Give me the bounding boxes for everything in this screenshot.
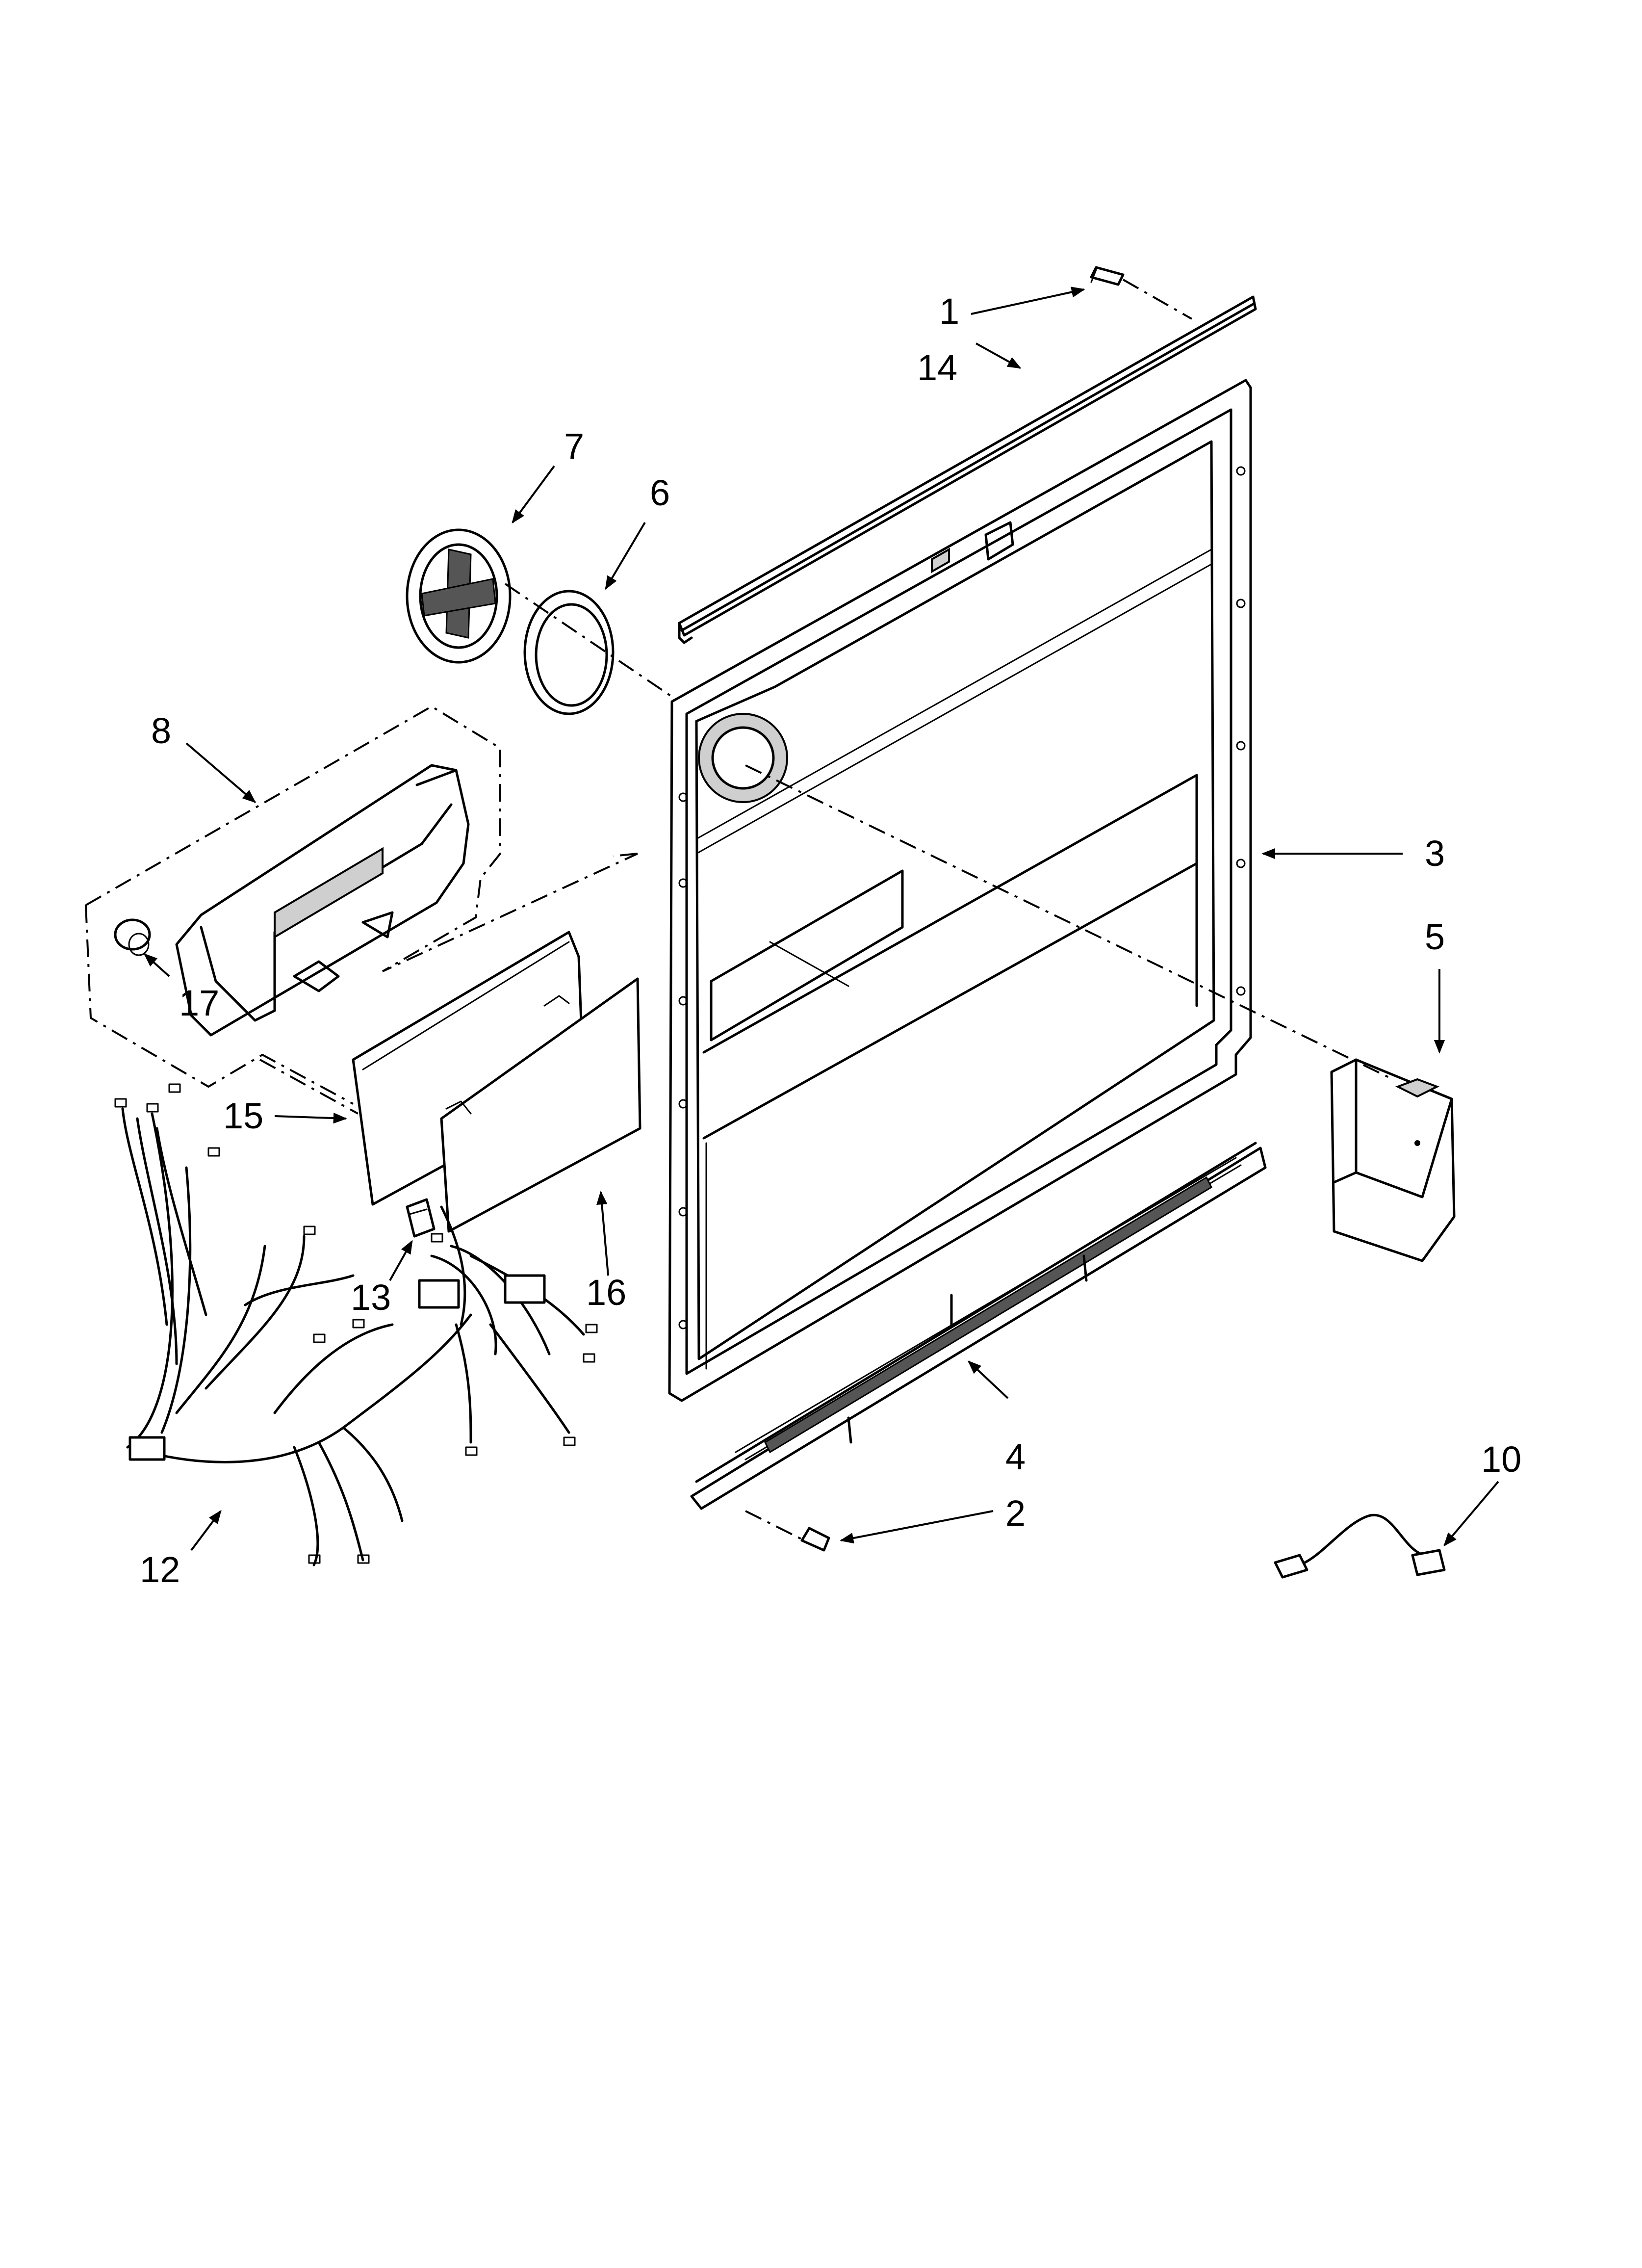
board-screw	[406, 1198, 436, 1238]
callout-3: 3	[1425, 833, 1445, 874]
wire-harness	[114, 1083, 598, 1566]
latch-bracket	[1330, 1058, 1456, 1262]
top-channel	[678, 295, 1257, 644]
vent-assembly	[406, 528, 673, 698]
callout-17: 17	[179, 983, 219, 1023]
callout-8: 8	[151, 710, 171, 751]
callout-10: 10	[1481, 1439, 1521, 1480]
callout-15: 15	[223, 1095, 263, 1136]
callout-4: 4	[1005, 1436, 1026, 1477]
screw-top	[1090, 266, 1192, 320]
callout-6: 6	[650, 472, 670, 513]
callout-14: 14	[917, 347, 957, 388]
inner-door-panel	[668, 379, 1252, 1402]
alignment-line	[745, 764, 1393, 1080]
callout-2: 2	[1005, 1493, 1026, 1534]
rinse-aid-cap	[114, 918, 151, 956]
vent-gasket	[523, 590, 615, 715]
callout-5: 5	[1425, 916, 1445, 957]
callout-13: 13	[351, 1277, 391, 1318]
callout-7: 7	[564, 426, 584, 467]
screw-bottom	[745, 1510, 830, 1552]
wire-jumper	[1274, 1513, 1446, 1579]
control-board-panels	[259, 853, 641, 1233]
dispenser-assembly	[85, 705, 638, 1105]
callout-12: 12	[140, 1549, 180, 1590]
callout-1: 1	[939, 291, 959, 332]
callout-16: 16	[586, 1272, 626, 1313]
leader-lines	[143, 287, 1499, 1551]
callout-labels: 1 14 7 6 8 3 5 17 15 13 16 4 2 10 12	[140, 291, 1521, 1590]
bottom-channel	[690, 1142, 1267, 1510]
